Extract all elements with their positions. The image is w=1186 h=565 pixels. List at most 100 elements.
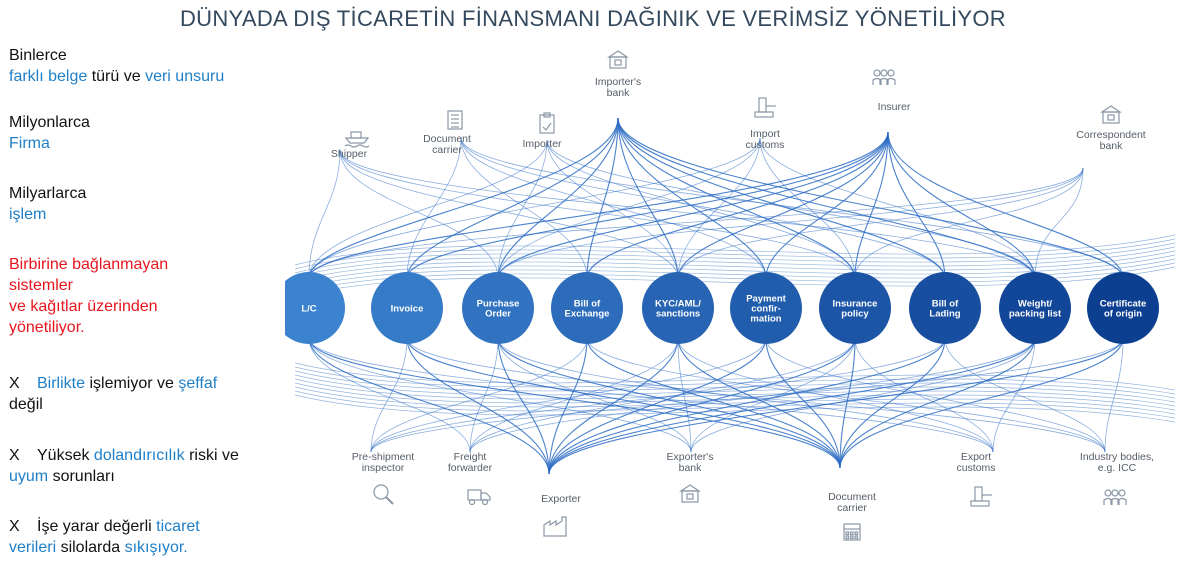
document-node-label: KYC/AML/sanctions [655,299,701,320]
stat-transactions: Milyarlarca işlem [9,185,87,223]
connection-line [617,117,856,279]
connection-line [460,137,588,279]
connection-line [460,137,767,279]
connection-line [586,337,1106,453]
connection-line [294,382,1176,411]
connection-line [548,337,588,475]
connection-line [308,137,761,279]
customs-icon [970,486,992,507]
people-icon [1103,489,1127,505]
connection-line [294,386,1176,415]
connection-line [497,337,550,475]
connection-line [460,137,946,279]
connection-line [294,362,1176,391]
connection-line [406,337,550,475]
connection-line [839,337,946,469]
connection-line [370,337,946,453]
connection-line [497,337,692,453]
document-node-label: L/C [301,304,316,315]
disconnected-systems-note: Birbirine bağlanmayan sistemler ve kağıt… [9,256,169,336]
connection-line [294,378,1176,407]
document-node-label: Invoice [391,304,424,315]
document-icon [447,110,463,130]
bottom-party-label: Industry bodies,e.g. ICC [1080,451,1154,474]
clipboard-icon [539,112,555,134]
connection-line [586,131,889,279]
connection-line [548,337,767,475]
connection-line [339,149,679,279]
stat-companies: Milyonlarca Firma [9,114,90,152]
connection-line [370,337,767,453]
connection-line [1034,167,1084,279]
bank-icon [607,50,629,69]
connection-line [294,374,1176,403]
connection-line [370,337,1124,453]
connection-line [406,131,889,279]
connection-line [308,337,692,453]
document-node-label: Weight/packing list [1009,299,1062,320]
customs-icon [754,97,776,118]
connection-line [308,337,471,453]
connection-line [497,167,1084,279]
connection-line [548,337,1036,475]
people-icon [872,69,896,85]
connection-line [944,337,1106,453]
connection-line [294,234,1176,266]
x-mark: X [9,447,20,464]
x-mark: X [9,375,20,392]
connection-line [339,149,856,279]
connection-line [469,337,1036,453]
connection-line [839,337,1036,469]
connection-line [546,139,1036,279]
connection-line [617,117,1036,279]
page-title: DÜNYADA DIŞ TİCARETİN FİNANSMANI DAĞINIK… [179,6,1006,31]
magnifier-icon [373,484,394,505]
factory-icon [543,516,567,537]
stat-document-types: Binlerce farklı belge türü ve veri unsur… [9,47,225,85]
connection-line [294,366,1176,395]
x-mark: X [9,518,20,535]
connection-line [497,337,841,469]
connection-line [546,139,679,279]
connection-line [548,337,1124,475]
connection-line [765,131,889,279]
bottom-party-label: Exporter [541,493,581,505]
connection-line [406,137,462,279]
connection-line [586,337,841,469]
connection-line [839,337,1124,469]
connection-line [854,131,889,279]
connection-line [497,139,548,279]
connection-line [992,337,1036,453]
connection-line [677,337,692,453]
connection-line [497,117,619,279]
connection-line [617,117,767,279]
connection-line [759,137,1036,279]
party-icons [344,50,1127,541]
connection-line [759,137,856,279]
connection-line [887,131,1124,279]
connection-line [586,117,619,279]
connection-line [617,117,1124,279]
connection-line [690,337,1036,453]
connection-line [406,117,619,279]
connection-line [339,149,1036,279]
connection-line [677,337,841,469]
top-party-label: Shipper [331,148,368,160]
document-node: KYC/AML/sanctions [642,272,714,344]
connection-line [294,394,1176,423]
